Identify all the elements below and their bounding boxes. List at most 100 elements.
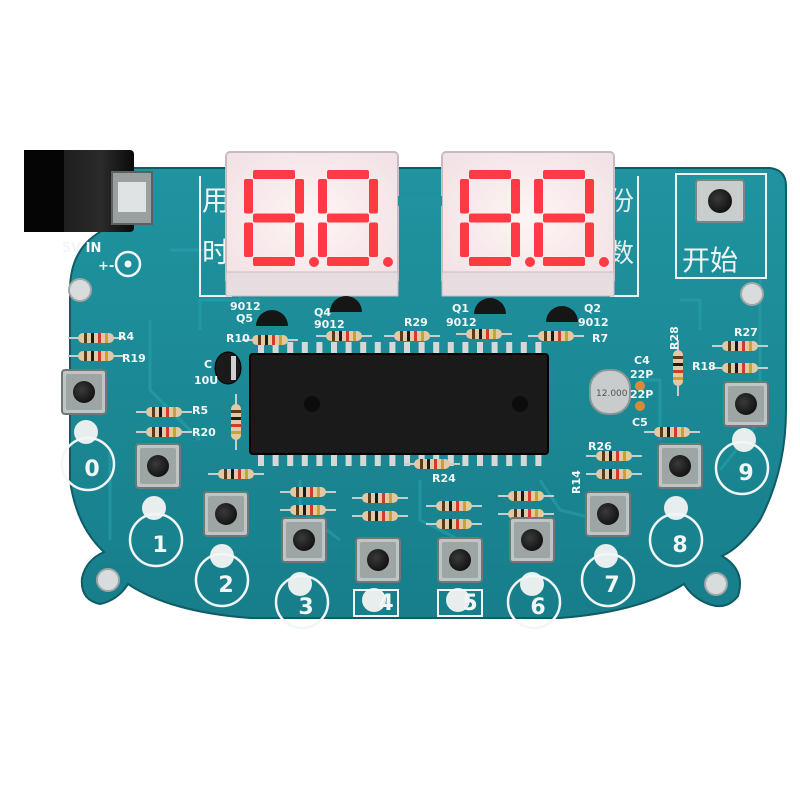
key-8: 8	[648, 443, 704, 568]
chip-pin	[506, 452, 513, 466]
label-frame-left	[199, 176, 639, 297]
label-r28: R28	[668, 326, 681, 350]
seven-segment-digit-3	[534, 170, 609, 267]
resistor-21	[426, 519, 482, 529]
resistor-17	[280, 505, 336, 515]
segment-1-5	[318, 179, 327, 214]
seven-segment-digit-0	[244, 170, 319, 267]
key-led-4	[362, 588, 386, 612]
label-r5: R5	[192, 404, 208, 417]
label-r29: R29	[404, 316, 428, 329]
decimal-point-3	[599, 257, 609, 267]
tactile-button-5[interactable]	[437, 537, 483, 583]
segment-3-1	[585, 179, 594, 214]
resistor-6	[384, 331, 440, 341]
label-c4-value: 22P	[630, 368, 653, 381]
key-led-7	[594, 544, 618, 568]
segment-3-0	[543, 170, 585, 179]
tactile-button-6[interactable]	[509, 517, 555, 563]
resistor-1	[68, 351, 124, 361]
chip-pin	[404, 452, 410, 466]
chip-pin	[491, 452, 498, 466]
segment-1-1	[369, 179, 378, 214]
key-ring-7	[580, 552, 636, 608]
chip-pin	[433, 342, 440, 356]
mounting-holes	[68, 278, 764, 596]
resistor-3	[136, 427, 192, 437]
chip-pin	[389, 342, 396, 356]
resistor-9	[712, 341, 768, 351]
tactile-button-2[interactable]	[203, 491, 249, 537]
label-r14: R14	[570, 470, 583, 494]
label-r20: R20	[192, 426, 216, 439]
start-button[interactable]	[695, 179, 745, 223]
label-q5-part: 9012	[230, 300, 261, 313]
seven-segment-digit-2	[460, 170, 535, 267]
chip-pin	[287, 452, 294, 466]
key-5: 5	[437, 537, 483, 617]
power-symbol-dot	[124, 260, 132, 268]
key-2: 2	[194, 491, 250, 608]
crystal-oscillator: 12.000	[589, 369, 631, 415]
chip-pin	[272, 452, 279, 466]
resistor-5	[316, 331, 372, 341]
tactile-button-8[interactable]	[657, 443, 703, 489]
label-r4: R4	[118, 330, 134, 343]
tactile-button-3[interactable]	[281, 517, 327, 563]
key-led-2	[210, 544, 234, 568]
key-box-4	[353, 589, 399, 617]
label-q2: Q2	[584, 302, 601, 315]
segment-2-4	[460, 222, 469, 257]
resistor-14	[404, 459, 460, 469]
component-labels: R4 R19 R5 R20 R10 C 10U R29 R7 R28 R27 R…	[118, 300, 758, 494]
segment-3-2	[585, 222, 594, 257]
segment-3-4	[534, 222, 543, 257]
tactile-button-0[interactable]	[61, 369, 107, 415]
resistor-20	[426, 501, 482, 511]
segment-1-0	[327, 170, 369, 179]
key-1: 1	[128, 443, 184, 568]
chip-pin	[477, 342, 483, 356]
label-c: C	[204, 358, 212, 371]
display-left	[225, 151, 399, 297]
segment-0-3	[253, 257, 295, 266]
key-label-3: 3	[298, 595, 313, 620]
chip-pin	[389, 452, 396, 466]
label-c4: C4	[634, 354, 650, 367]
resistor-23	[498, 509, 554, 519]
chip-pin	[331, 452, 337, 466]
resistors	[68, 329, 768, 529]
segment-0-5	[244, 179, 253, 214]
key-ring-6	[506, 574, 562, 630]
resistor-19	[352, 511, 408, 521]
chip-pin	[345, 342, 352, 356]
resistor-13	[586, 469, 642, 479]
key-3: 3	[274, 517, 330, 630]
resistor-2	[136, 407, 192, 417]
tactile-button-7[interactable]	[585, 491, 631, 537]
resistor-0	[68, 333, 124, 343]
key-ring-8	[648, 512, 704, 568]
segment-2-2	[511, 222, 520, 257]
tactile-button-4[interactable]	[355, 537, 401, 583]
chip-pin	[491, 342, 498, 356]
electrolytic-capacitor	[214, 351, 242, 385]
chip-pin	[535, 452, 542, 466]
key-label-4: 4	[378, 591, 393, 616]
transistor-3	[546, 306, 578, 322]
chip-pin	[506, 342, 513, 356]
display-digits	[244, 170, 609, 267]
key-ring-0	[60, 436, 116, 492]
tactile-button-1[interactable]	[135, 443, 181, 489]
label-r18: R18	[692, 360, 716, 373]
resistor-24	[231, 394, 241, 450]
display-gap	[398, 196, 442, 206]
segment-0-1	[295, 179, 304, 214]
key-label-8: 8	[672, 533, 687, 558]
tactile-button-9[interactable]	[723, 381, 769, 427]
display-right	[441, 151, 615, 297]
segment-1-2	[369, 222, 378, 257]
key-label-0: 0	[84, 457, 99, 482]
transistor-1	[330, 296, 362, 312]
